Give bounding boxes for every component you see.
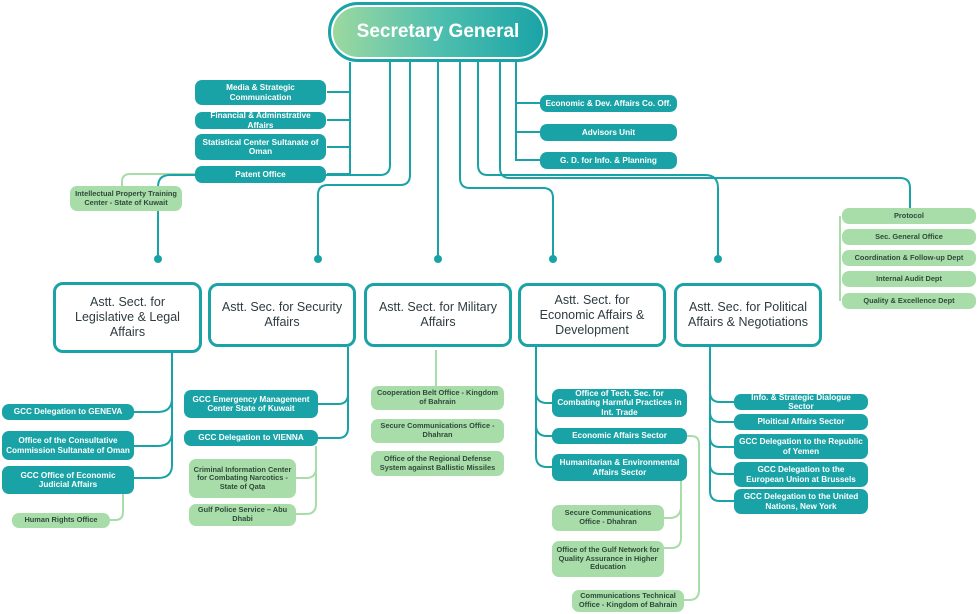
humanitarian-environmental-node: Humanitarian & Environmental Affairs Sec…	[552, 454, 687, 481]
delegation-un-new-york-node: GCC Delegation to the United Nations, Ne…	[734, 489, 868, 514]
coordination-follow-up-node: Coordination & Follow-up Dept	[842, 250, 976, 266]
comms-technical-bahrain-node: Communications Technical Office - Kingdo…	[572, 590, 684, 612]
economic-dev-affairs-office-node: Economic & Dev. Affairs Co. Off.	[540, 95, 677, 112]
gcc-delegation-geneva-node: GCC Delegation to GENEVA	[2, 404, 134, 420]
economic-affairs-sector-node: Economic Affairs Sector	[552, 428, 687, 444]
internal-audit-node: Internal Audit Dept	[842, 271, 976, 287]
secretary-general-node: Secretary General	[328, 2, 548, 62]
political-affairs-sector-node: Ploitical Affairs Sector	[734, 414, 868, 430]
sector-political-negotiations: Astt. Sec. for Political Affairs & Negot…	[674, 283, 822, 347]
tech-sec-harmful-practices-node: Office of Tech. Sec. for Combating Harmf…	[552, 389, 687, 417]
gulf-network-quality-assurance-node: Office of the Gulf Network for Quality A…	[552, 541, 664, 577]
emergency-management-kuwait-node: GCC Emergency Management Center State of…	[184, 390, 318, 418]
ip-training-center-kuwait-node: Intellectual Property Training Center - …	[70, 186, 182, 211]
sector-legislative-legal: Astt. Sect. for Legislative & Legal Affa…	[53, 282, 202, 353]
secure-comms-dhahran-economic-node: Secure Communications Office - Dhahran	[552, 505, 664, 531]
info-planning-gd-node: G. D. for Info. & Planning	[540, 152, 677, 169]
sector-security: Astt. Sec. for Security Affairs	[208, 283, 356, 347]
protocol-node: Protocol	[842, 208, 976, 224]
sec-general-office-node: Sec. General Office	[842, 229, 976, 245]
regional-defense-missiles-node: Office of the Regional Defense System ag…	[371, 451, 504, 476]
advisors-unit-node: Advisors Unit	[540, 124, 677, 141]
gcc-delegation-vienna-node: GCC Delegation to VIENNA	[184, 430, 318, 446]
media-strategic-communication-node: Media & Strategic Communication	[195, 80, 326, 105]
sector-economic-development: Astt. Sect. for Economic Affairs & Devel…	[518, 283, 666, 347]
sector-military: Astt. Sect. for Military Affairs	[364, 283, 512, 347]
cooperation-belt-bahrain-node: Cooperation Belt Office - Kingdom of Bah…	[371, 386, 504, 410]
financial-administrative-affairs-node: Financial & Adminstrative Affairs	[195, 111, 326, 130]
delegation-eu-brussels-node: GCC Delegation to the European Union at …	[734, 462, 868, 487]
criminal-info-narcotics-node: Criminal Information Center for Combatin…	[189, 459, 296, 498]
gulf-police-abu-dhabi-node: Gulf Police Service – Abu Dhabi	[189, 504, 296, 526]
patent-office-node: Patent Office	[195, 166, 326, 183]
quality-excellence-node: Quality & Excellence Dept	[842, 293, 976, 309]
statistical-center-oman-node: Statistical Center Sultanate of Oman	[195, 134, 326, 160]
consultative-commission-oman-node: Office of the Consultative Commission Su…	[2, 431, 134, 460]
secure-comms-dhahran-military-node: Secure Communications Office - Dhahran	[371, 419, 504, 443]
human-rights-office-node: Human Rights Office	[12, 513, 110, 528]
info-strategic-dialogue-node: Info. & Strategic Dialogue Sector	[734, 393, 868, 411]
economic-judicial-affairs-node: GCC Office of Economic Judicial Affairs	[2, 466, 134, 494]
delegation-yemen-node: GCC Delegation to the Republic of Yemen	[734, 434, 868, 459]
